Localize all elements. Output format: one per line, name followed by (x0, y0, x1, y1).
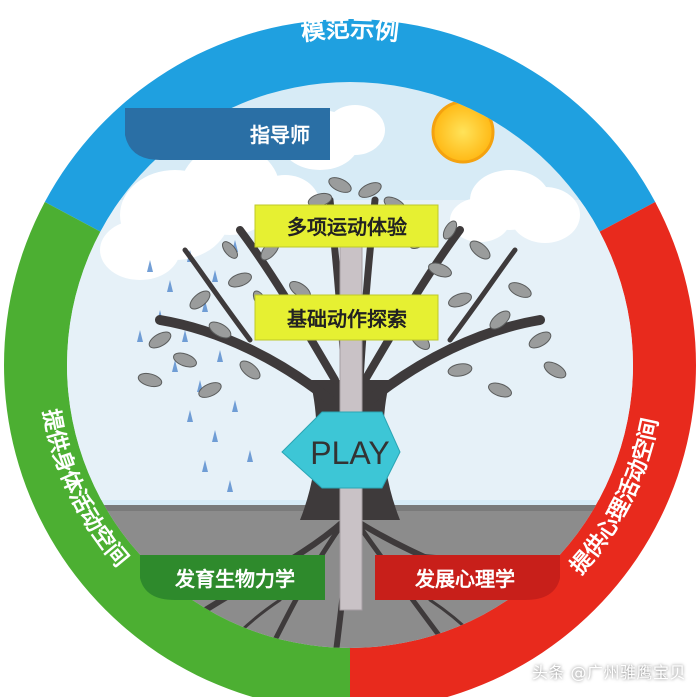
bio-label: 发育生物力学 (140, 555, 325, 600)
psych-label: 发展心理学 (375, 555, 560, 600)
svg-text:发展心理学: 发展心理学 (414, 567, 515, 591)
cloud-right (450, 170, 580, 243)
mentor-label: 指导师 (125, 108, 330, 160)
pole (339, 209, 363, 611)
svg-text:多项运动体验: 多项运动体验 (287, 215, 407, 239)
play-hexagon: PLAY (281, 411, 401, 489)
svg-text:PLAY: PLAY (310, 435, 389, 471)
watermark: 头条 @广州骓鹰宝贝 (531, 663, 686, 682)
svg-text:发育生物力学: 发育生物力学 (174, 567, 295, 591)
svg-text:指导师: 指导师 (250, 123, 310, 147)
sports-label: 多项运动体验 (254, 204, 439, 248)
svg-text:基础动作探索: 基础动作探索 (287, 307, 407, 331)
basic-label: 基础动作探索 (254, 294, 439, 341)
